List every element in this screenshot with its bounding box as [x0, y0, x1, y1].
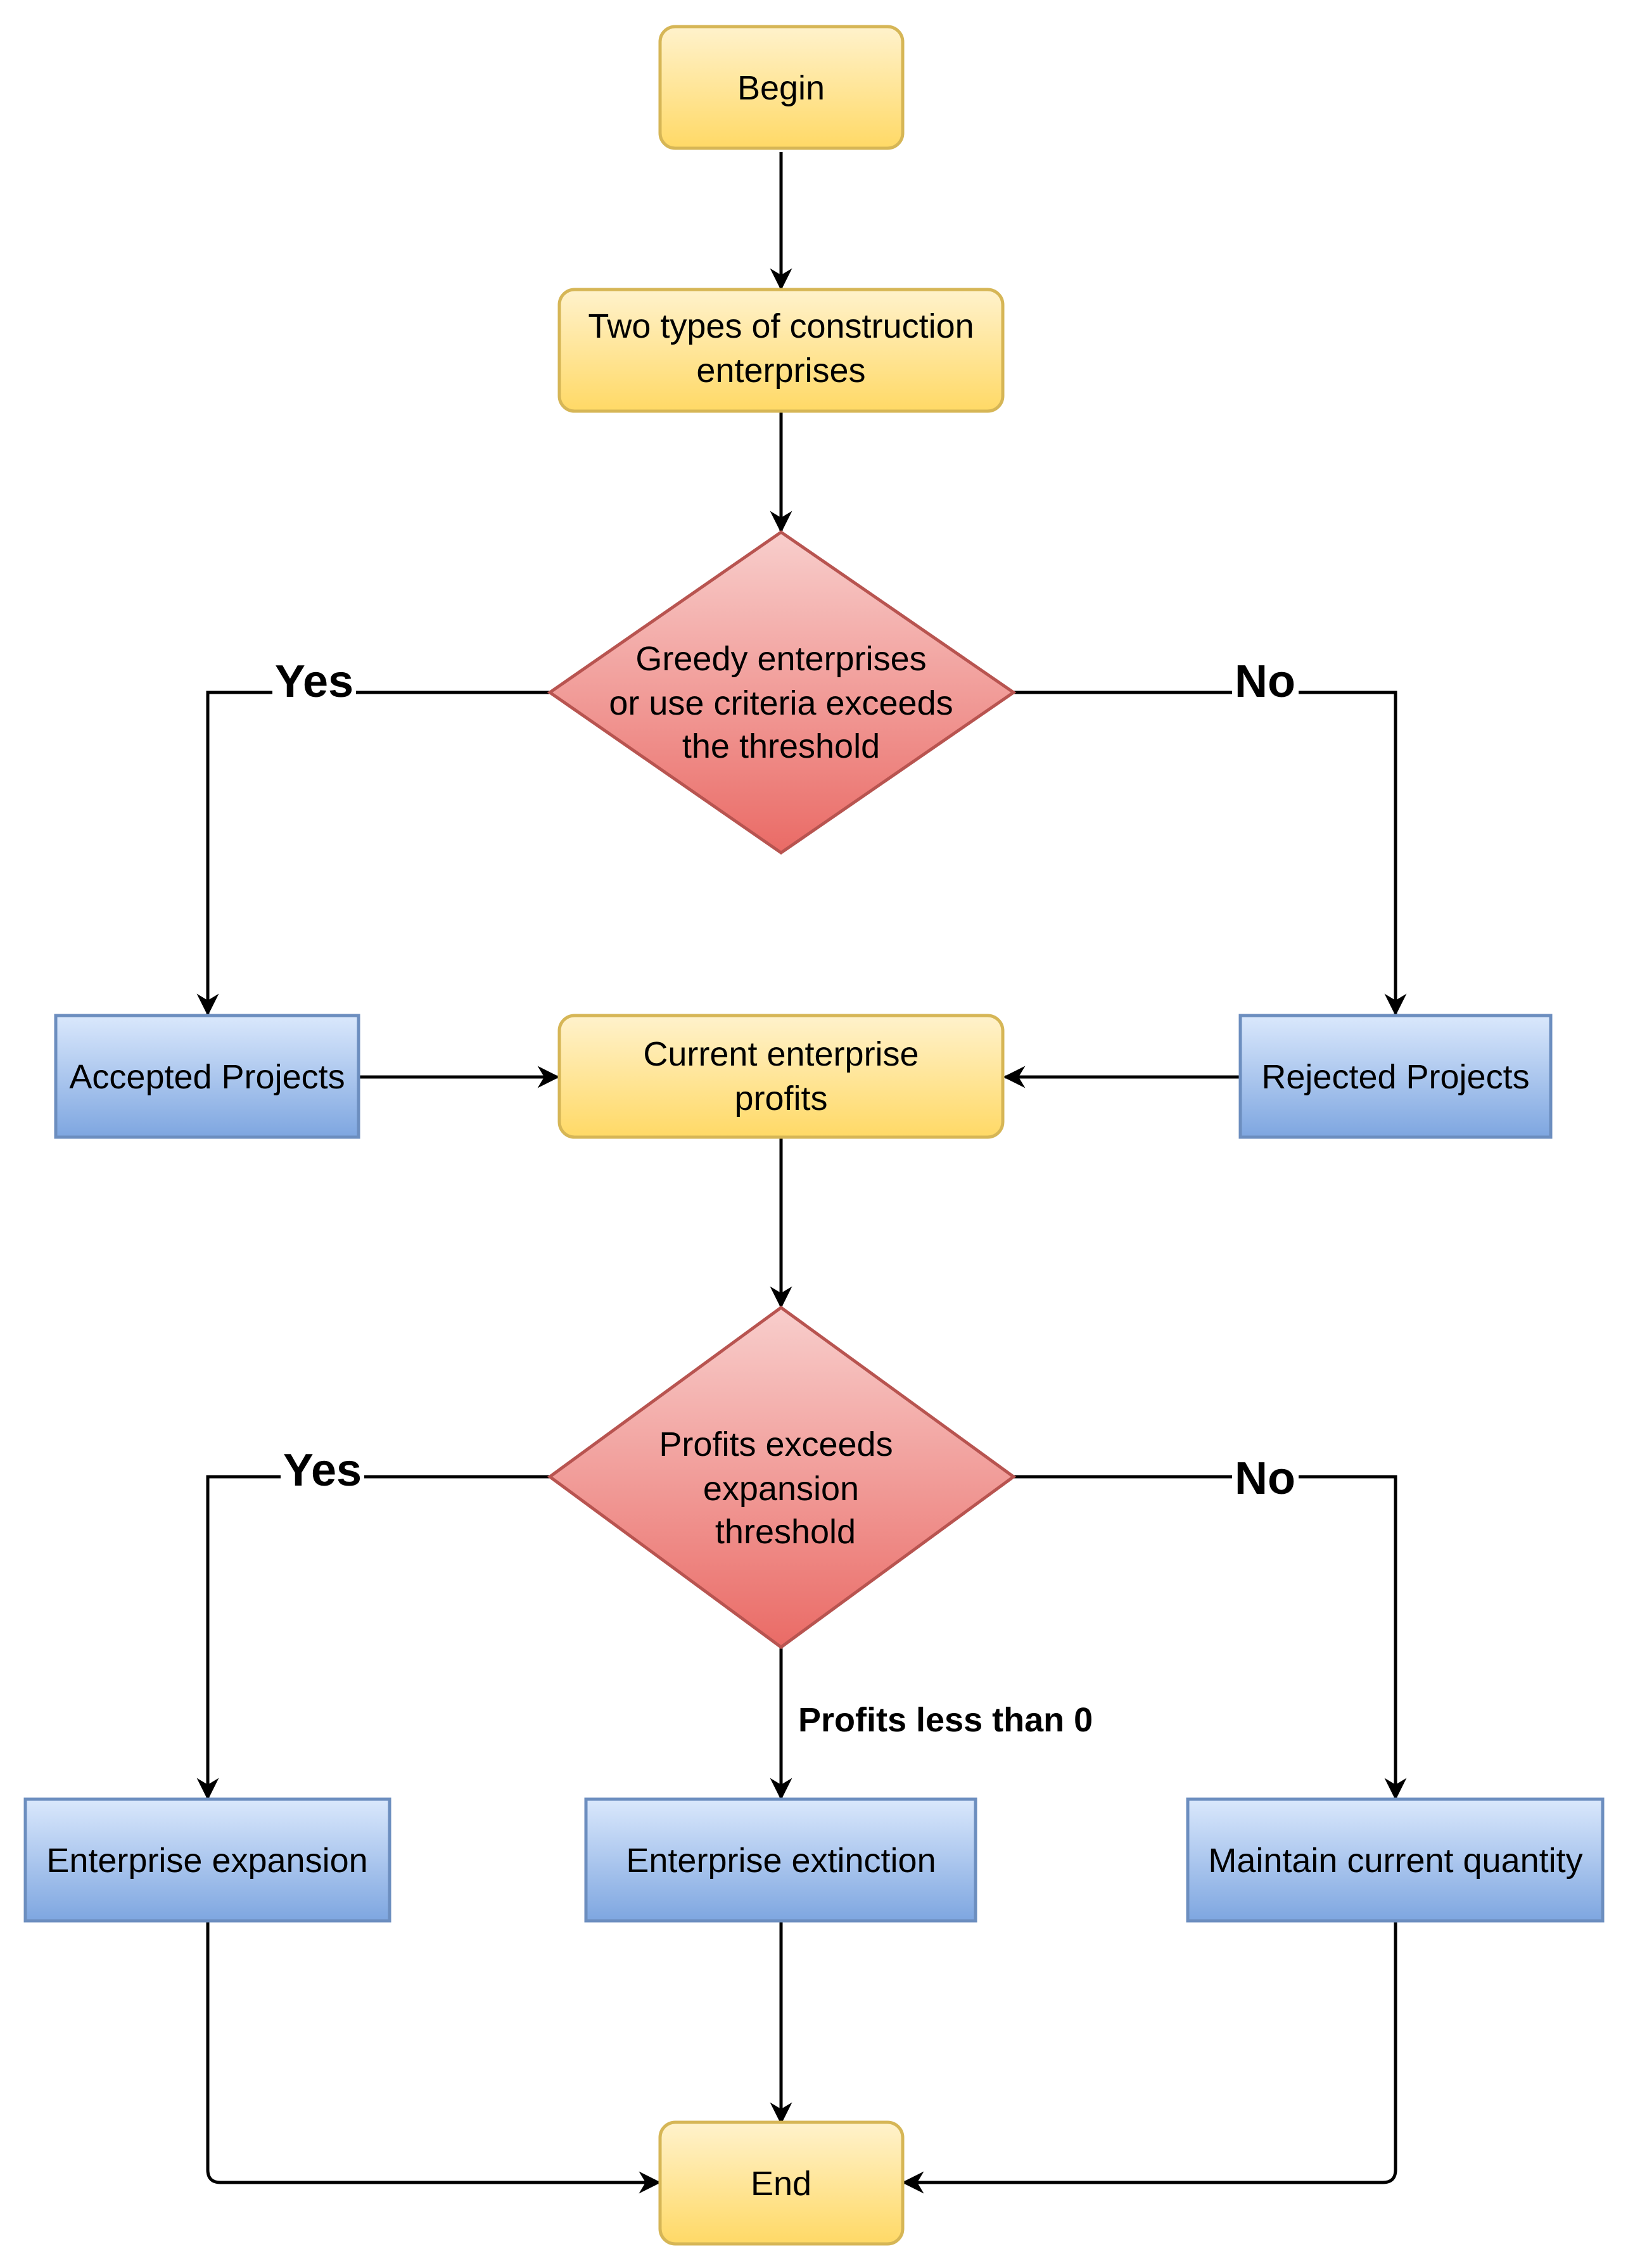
- process-shape: [584, 1797, 977, 1923]
- two-types-label-line1: Two types of construction: [588, 307, 974, 345]
- edge-expansion-to-end: [206, 1921, 661, 2194]
- decision1-no-label: No: [1235, 656, 1295, 707]
- decision2-yes-label: Yes: [283, 1445, 362, 1496]
- edge-decision1-no-to-rejected: [1014, 691, 1407, 1016]
- terminal-shape: [658, 25, 905, 150]
- node-rejected-projects: Rejected Projects: [1238, 1014, 1553, 1139]
- edge-label-bg: [272, 653, 356, 710]
- decision-shape: [547, 530, 1017, 855]
- decision2-label-line3: threshold: [715, 1513, 856, 1551]
- node-enterprise-extinction: Enterprise extinction: [584, 1797, 977, 1923]
- node-two-types-of-enterprises: Two types of construction enterprises: [557, 288, 1005, 413]
- two-types-label-line2: enterprises: [696, 352, 865, 390]
- edge-label-bg: [1232, 653, 1299, 710]
- decision2-label-line1: Profits exceeds: [659, 1425, 893, 1463]
- edge-decision2-yes-to-expansion: [196, 1475, 550, 1800]
- terminal-shape: [658, 2120, 905, 2246]
- edge-labels: Yes No Yes No Profits less than 0: [272, 653, 1299, 1739]
- rejected-projects-label: Rejected Projects: [1261, 1058, 1529, 1096]
- decision2-less-than-zero-label: Profits less than 0: [798, 1701, 1093, 1739]
- enterprise-extinction-label: Enterprise extinction: [626, 1842, 936, 1880]
- accepted-projects-label: Accepted Projects: [69, 1058, 345, 1096]
- node-end: End: [658, 2120, 905, 2246]
- decision1-label-line2: or use criteria exceeds: [609, 684, 953, 722]
- node-decision-profits-exceeds: Profits exceeds expansion threshold: [547, 1305, 1017, 1650]
- process-shape: [557, 1014, 1005, 1139]
- process-shape: [557, 288, 1005, 413]
- node-accepted-projects: Accepted Projects: [54, 1014, 360, 1139]
- decision1-label-line1: Greedy enterprises: [635, 640, 926, 678]
- process-shape: [1186, 1797, 1605, 1923]
- edge-decision2-no-to-maintain: [1014, 1475, 1407, 1800]
- decision2-no-label: No: [1235, 1453, 1295, 1504]
- node-current-enterprise-profits: Current enterprise profits: [557, 1014, 1005, 1139]
- decision-shape: [547, 1305, 1017, 1650]
- decision1-yes-label: Yes: [275, 656, 353, 707]
- node-maintain-current-quantity: Maintain current quantity: [1186, 1797, 1605, 1923]
- edges: [196, 152, 1407, 2194]
- edge-label-bg: [1232, 1449, 1299, 1507]
- enterprise-expansion-label: Enterprise expansion: [46, 1842, 367, 1880]
- edge-label-bg: [281, 1441, 364, 1498]
- decision1-label-line3: the threshold: [682, 727, 880, 765]
- begin-label: Begin: [737, 69, 825, 107]
- decision2-label-line2: expansion: [703, 1470, 859, 1508]
- node-enterprise-expansion: Enterprise expansion: [23, 1797, 391, 1923]
- end-label: End: [751, 2165, 811, 2203]
- process-shape: [1238, 1014, 1553, 1139]
- maintain-current-quantity-label: Maintain current quantity: [1208, 1842, 1582, 1880]
- current-profits-label-line1: Current enterprise: [643, 1035, 919, 1073]
- edge-decision1-yes-to-accepted: [196, 691, 550, 1016]
- process-shape: [54, 1014, 360, 1139]
- edge-maintain-to-end: [901, 1921, 1397, 2194]
- process-shape: [23, 1797, 391, 1923]
- node-begin: Begin: [658, 25, 905, 150]
- current-profits-label-line2: profits: [734, 1080, 827, 1118]
- node-decision-greedy-enterprises: Greedy enterprises or use criteria excee…: [547, 530, 1017, 855]
